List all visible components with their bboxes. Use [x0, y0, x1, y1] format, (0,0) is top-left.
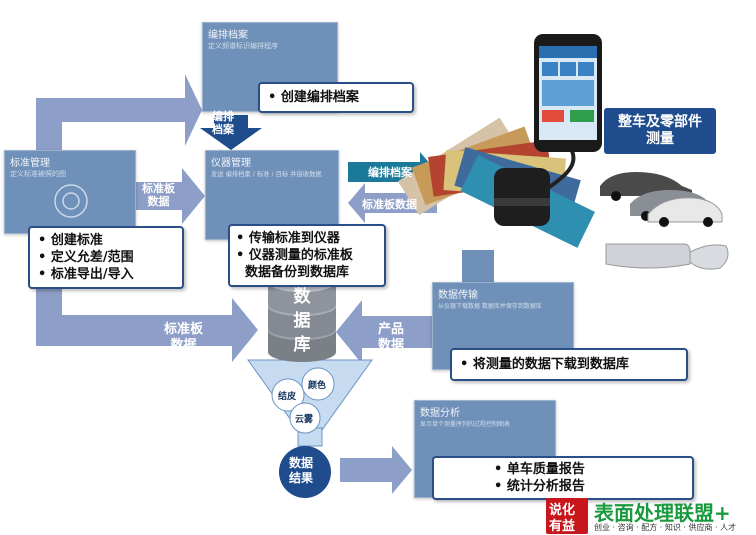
panel-standard: 标准管理 定义标准被照的图 [4, 150, 136, 234]
funnel-label-haze: 云雾 [295, 415, 314, 425]
panel-standard-title: 标准管理 [10, 158, 50, 169]
smartphone-icon [534, 34, 602, 152]
watermark-tagline: 创业 · 咨询 · 配方 · 知识 · 供应商 · 人才 [594, 523, 737, 532]
vehicle-label: 整车及零部件 测量 [618, 114, 702, 147]
db-label-2: 据 [293, 311, 311, 331]
watermark-name: 表面处理联盟+ [594, 497, 731, 526]
panel-analysis-subtitle: 显示单个测量序列的过程控制图表 [420, 421, 511, 428]
arrow-std-to-instrument [135, 168, 205, 224]
label-instrument-to-device: 编排档案 [368, 166, 412, 179]
watermark-name-text: 表面处理联盟 [594, 501, 714, 525]
funnel-label-color: 颜色 [308, 381, 327, 391]
panel-analysis-title: 数据分析 [420, 408, 460, 419]
watermark-badge-top: 说化 [549, 503, 576, 518]
box-instrument: • 传输标准到仪器 • 仪器测量的标准板 数据备份到数据库 [228, 224, 386, 287]
box-analysis: • 单车质量报告 • 统计分析报告 [432, 456, 694, 500]
funnel-item-color [301, 367, 335, 401]
box-standard: • 创建标准 • 定义允差/范围 • 标准导出/导入 [28, 226, 184, 289]
arrow-product-to-db [336, 300, 432, 364]
watermark-badge: 说化 有益 [546, 498, 588, 534]
box-standard-line-1: • 创建标准 [38, 233, 103, 248]
box-analysis-line-1: • 单车质量报告 [494, 462, 585, 477]
db-label-1: 数 [293, 287, 311, 307]
result-circle [279, 446, 331, 498]
panel-layout-subtitle: 定义频谱标识编排程序 [208, 42, 278, 50]
label-bottom-std: 标准板 数据 [164, 322, 204, 353]
arrow-std-to-db [36, 285, 258, 362]
watermark-badge-bottom: 有益 [549, 519, 576, 534]
label-product-data: 产品 数据 [378, 322, 405, 353]
box-transfer: • 将测量的数据下载到数据库 [450, 348, 688, 381]
box-instrument-line-1: • 传输标准到仪器 [236, 231, 340, 246]
box-instrument-line-2: • 仪器测量的标准板 [236, 248, 353, 263]
connector-device-transfer [462, 250, 494, 284]
vehicles-icon [600, 172, 729, 270]
funnel-item-skin [271, 378, 305, 412]
funnel-item-haze [289, 402, 321, 434]
label-std-to-instrument: 标准板 数据 [142, 182, 175, 208]
panel-layout-title: 编排档案 [208, 30, 248, 41]
target-icon [54, 184, 88, 218]
panel-transfer-subtitle: 从仪器下载数据 数据库并保存到数据库 [438, 303, 542, 310]
box-transfer-line-1: • 将测量的数据下载到数据库 [460, 357, 629, 372]
label-device-to-instrument: 标准板数据 [362, 198, 417, 211]
vehicle-label-box: 整车及零部件 测量 [604, 108, 716, 154]
db-label-3: 库 [293, 335, 311, 355]
box-layout-line-1: • 创建编排档案 [268, 90, 359, 105]
result-label: 数据 结果 [289, 456, 314, 485]
arrow-std-to-layout [36, 74, 202, 150]
funnel-label-skin: 结皮 [278, 392, 297, 402]
arrow-result-to-analysis [340, 446, 412, 494]
box-layout: • 创建编排档案 [258, 82, 414, 113]
arrow-layout-to-instrument [200, 115, 262, 150]
panel-instrument-title: 仪器管理 [211, 158, 251, 169]
box-instrument-line-3: 数据备份到数据库 [236, 265, 350, 280]
label-down-layout: 编排 档案 [212, 110, 234, 136]
box-analysis-line-2: • 统计分析报告 [494, 479, 585, 494]
panel-transfer-title: 数据传输 [438, 290, 478, 301]
watermark-plus: + [714, 501, 731, 525]
box-standard-line-3: • 标准导出/导入 [38, 267, 134, 282]
label-top-left-std: 标准板 数据 [114, 54, 154, 85]
box-standard-line-2: • 定义允差/范围 [38, 250, 134, 265]
panel-instrument-subtitle: 发送 编排档案 / 标准 / 目标 并接收数据 [211, 171, 322, 178]
panel-standard-subtitle: 定义标准被照的图 [10, 170, 66, 178]
